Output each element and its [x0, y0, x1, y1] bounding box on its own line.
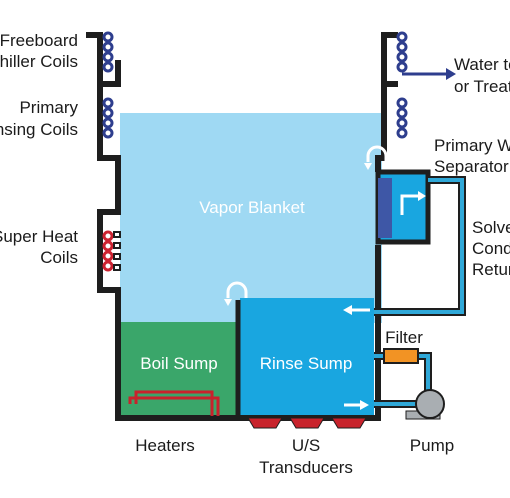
filter-icon: [383, 348, 419, 364]
tank-right-wall: [375, 32, 398, 172]
primary-condensing-coils-right: [396, 97, 408, 139]
separator-return-arrow-icon: [366, 145, 388, 162]
label-filter: Filter: [385, 328, 423, 347]
super-heat-coils: [102, 230, 114, 272]
separator-water-arrow-icon: [400, 194, 418, 215]
super-heat-coil-fins: [113, 231, 121, 271]
separator-return-arrowhead: [364, 163, 372, 170]
pump-inlet-arrow-icon: [344, 400, 369, 410]
label-primary-condensing-line2: Condensing Coils: [0, 120, 78, 139]
tank-right-top-flange: [381, 60, 398, 87]
label-freeboard-line1: Freeboard: [0, 31, 78, 50]
pump-icon: [405, 389, 445, 420]
us-transducers: [247, 417, 367, 429]
label-super-heat-line1: Super Heat: [0, 227, 78, 246]
label-boil-sump: Boil Sump: [140, 354, 217, 373]
tank-left-top-flange: [100, 60, 121, 87]
label-water-to-line1: Water to: [454, 55, 510, 74]
heater-element-icon: [128, 390, 220, 416]
rinse-overflow-arrow-icon: [226, 281, 248, 298]
label-transducers-line2: Transducers: [259, 458, 353, 477]
rinse-sump-liquid: [240, 298, 374, 415]
label-water-to-line2: or Treatment: [454, 77, 510, 96]
label-heaters: Heaters: [135, 436, 195, 455]
separator-water-arrowhead: [418, 191, 426, 201]
label-condensate-line3: Return: [472, 260, 510, 279]
water-outlet-arrow-icon: [402, 68, 456, 80]
label-condensate-line2: Condensate: [472, 239, 510, 258]
label-freeboard-line2: Chiller Coils: [0, 52, 78, 71]
label-vapor-blanket: Vapor Blanket: [199, 198, 305, 217]
label-condensate-line1: Solvent: [472, 218, 510, 237]
label-transducers-line1: U/S: [292, 436, 320, 455]
label-primary-condensing-line1: Primary: [19, 98, 78, 117]
separator-inner-baffle: [378, 178, 392, 238]
freeboard-chiller-coils-right: [396, 31, 408, 73]
vapor-blanket-region: [120, 113, 382, 323]
label-rinse-sump: Rinse Sump: [260, 354, 353, 373]
label-separator-line1: Primary Water: [434, 136, 510, 155]
label-super-heat-line2: Coils: [40, 248, 78, 267]
label-pump: Pump: [410, 436, 454, 455]
rinse-overflow-arrowhead: [224, 299, 232, 306]
return-flow-arrow-icon: [343, 305, 370, 315]
tank-left-wall: [86, 32, 381, 421]
primary-condensing-coils-left: [102, 97, 114, 139]
freeboard-chiller-coils-left: [102, 31, 114, 73]
label-separator-line2: Separator: [434, 157, 509, 176]
